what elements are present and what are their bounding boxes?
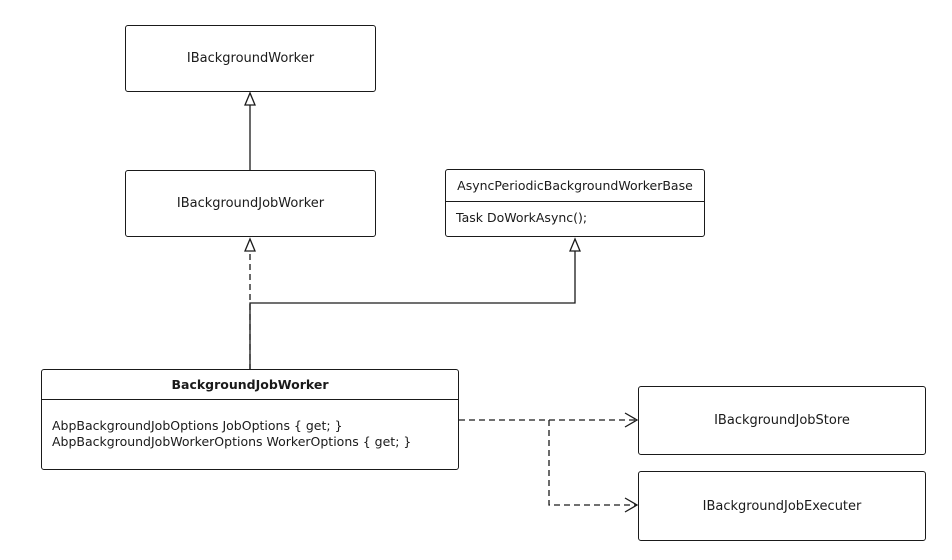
class-ibackgroundjobworker[interactable]: IBackgroundJobWorker: [125, 170, 376, 237]
class-ibackgroundjobexecuter[interactable]: IBackgroundJobExecuter: [638, 471, 926, 541]
class-ibackgroundjobstore[interactable]: IBackgroundJobStore: [638, 386, 926, 455]
method-item: Task DoWorkAsync();: [456, 210, 588, 225]
class-asyncperiodicbackgroundworkerbase[interactable]: AsyncPeriodicBackgroundWorkerBase Task D…: [445, 169, 705, 237]
class-name-compartment: AsyncPeriodicBackgroundWorkerBase: [446, 170, 704, 202]
generalization-backgroundjobworker-to-asyncperiodic: [249, 237, 581, 370]
property-item: AbpBackgroundJobOptions JobOptions { get…: [52, 418, 343, 433]
class-name: AsyncPeriodicBackgroundWorkerBase: [457, 178, 693, 193]
class-name: IBackgroundJobStore: [714, 413, 850, 428]
generalization-jobworker-to-worker: [244, 91, 256, 170]
class-name: IBackgroundWorker: [186, 51, 315, 66]
class-name: IBackgroundJobWorker: [176, 196, 325, 211]
class-name: BackgroundJobWorker: [171, 377, 329, 392]
dependency-to-jobexecuter: [548, 420, 639, 513]
class-name: IBackgroundJobExecuter: [702, 498, 862, 514]
properties-compartment: AbpBackgroundJobOptions JobOptions { get…: [42, 400, 458, 457]
property-item: AbpBackgroundJobWorkerOptions WorkerOpti…: [52, 434, 412, 449]
class-ibackgroundworker[interactable]: IBackgroundWorker: [125, 25, 376, 92]
dependency-to-jobstore: [459, 412, 639, 428]
class-backgroundjobworker[interactable]: BackgroundJobWorker AbpBackgroundJobOpti…: [41, 369, 459, 470]
realization-backgroundjobworker-to-ibackgroundjobworker: [244, 237, 256, 370]
methods-compartment: Task DoWorkAsync();: [446, 202, 704, 233]
class-name-compartment: BackgroundJobWorker: [42, 370, 458, 400]
